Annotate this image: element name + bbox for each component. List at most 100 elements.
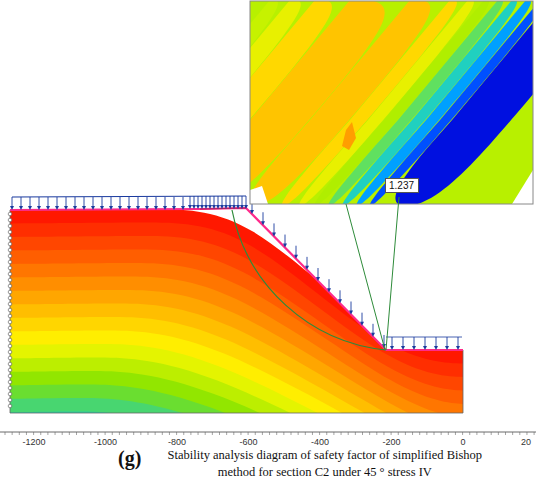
axis-tick	[119, 432, 120, 435]
axis-tick	[112, 432, 113, 435]
arrow-head	[338, 299, 342, 303]
slip-circle	[232, 210, 386, 350]
boundary-marker	[8, 332, 12, 336]
arrow-head	[294, 255, 298, 259]
arrow-head	[220, 205, 224, 209]
axis-tick	[276, 432, 277, 435]
boundary-marker	[8, 272, 12, 276]
boundary-marker	[8, 224, 12, 228]
arrow-head	[109, 206, 113, 210]
arrow-head	[456, 346, 460, 350]
axis-tick	[348, 432, 349, 435]
axis-label: 20	[521, 437, 531, 447]
boundary-marker	[8, 290, 12, 294]
zoom-inset	[250, 1, 533, 204]
boundary-marker	[8, 248, 12, 252]
boundary-marker	[8, 278, 12, 282]
axis-tick	[126, 432, 127, 435]
axis-tick	[319, 432, 320, 435]
boundary-marker	[8, 398, 12, 402]
boundary-marker	[8, 266, 12, 270]
arrow-head	[228, 205, 232, 209]
axis-tick	[90, 432, 91, 435]
arrow-head	[272, 232, 276, 236]
axis-label: -400	[311, 437, 329, 447]
arrow-head	[136, 206, 140, 210]
axis-tick	[140, 432, 141, 435]
boundary-marker	[8, 236, 12, 240]
axis-label: -600	[239, 437, 257, 447]
crest-line	[200, 208, 246, 209]
arrow-head	[212, 205, 216, 209]
axis-tick	[519, 432, 520, 435]
panel-letter: (g)	[118, 447, 141, 469]
arrow-head	[250, 210, 254, 214]
axis-tick	[262, 432, 263, 435]
axis-tick	[233, 432, 234, 435]
axis-tick	[341, 432, 342, 435]
axis-label: 0	[460, 437, 465, 447]
axis-tick	[198, 432, 199, 435]
axis-tick	[97, 432, 98, 435]
arrow-head	[19, 206, 23, 210]
axis-tick	[398, 432, 399, 435]
axis-tick	[369, 432, 370, 435]
boundary-marker	[8, 212, 12, 216]
boundary-marker	[8, 230, 12, 234]
arrow-head	[445, 346, 449, 350]
arrow-head	[172, 206, 176, 210]
axis-tick	[12, 432, 13, 435]
arrow-head	[192, 205, 196, 209]
zoom-leader	[386, 197, 399, 350]
axis-tick	[269, 432, 270, 435]
axis-tick	[383, 432, 384, 435]
axis-tick	[455, 432, 456, 435]
arrow-head	[240, 205, 244, 209]
arrow-head	[196, 205, 200, 209]
figure-caption: Stability analysis diagram of safety fac…	[147, 447, 502, 481]
axis-tick	[333, 432, 334, 435]
axis-tick	[448, 432, 449, 435]
axis-tick	[355, 432, 356, 435]
axis-tick	[298, 432, 299, 435]
axis-tick	[419, 432, 420, 435]
boundary-marker	[8, 338, 12, 342]
arrow-head	[236, 205, 240, 209]
minimum-zone	[342, 122, 356, 150]
axis-tick	[426, 432, 427, 435]
arrow-head	[244, 205, 248, 209]
arrow-head	[73, 206, 77, 210]
axis-tick	[441, 432, 442, 435]
axis-tick	[326, 432, 327, 435]
scale-axis	[0, 432, 536, 435]
axis-tick	[133, 432, 134, 435]
arrow-head	[154, 206, 158, 210]
axis-tick	[212, 432, 213, 435]
arrow-head	[434, 346, 438, 350]
axis-tick	[240, 432, 241, 435]
arrow-head	[200, 205, 204, 209]
axis-tick	[162, 432, 163, 435]
axis-tick	[26, 432, 27, 435]
axis-tick	[33, 432, 34, 435]
arrow-head	[423, 346, 427, 350]
arrow-head	[55, 206, 59, 210]
boundary-marker	[8, 302, 12, 306]
arrow-head	[46, 206, 50, 210]
axis-tick	[462, 432, 463, 435]
axis-tick	[376, 432, 377, 435]
arrow-head	[145, 206, 149, 210]
boundary-marker	[8, 362, 12, 366]
boundary-marker	[8, 254, 12, 258]
boundary-marker	[8, 284, 12, 288]
axis-label: -200	[382, 437, 400, 447]
axis-tick	[476, 432, 477, 435]
axis-tick	[148, 432, 149, 435]
boundary-marker	[8, 326, 12, 330]
boundary-marker	[8, 314, 12, 318]
axis-tick	[5, 432, 6, 435]
axis-tick	[19, 432, 20, 435]
arrow-head	[390, 346, 394, 350]
boundary-marker	[8, 242, 12, 246]
